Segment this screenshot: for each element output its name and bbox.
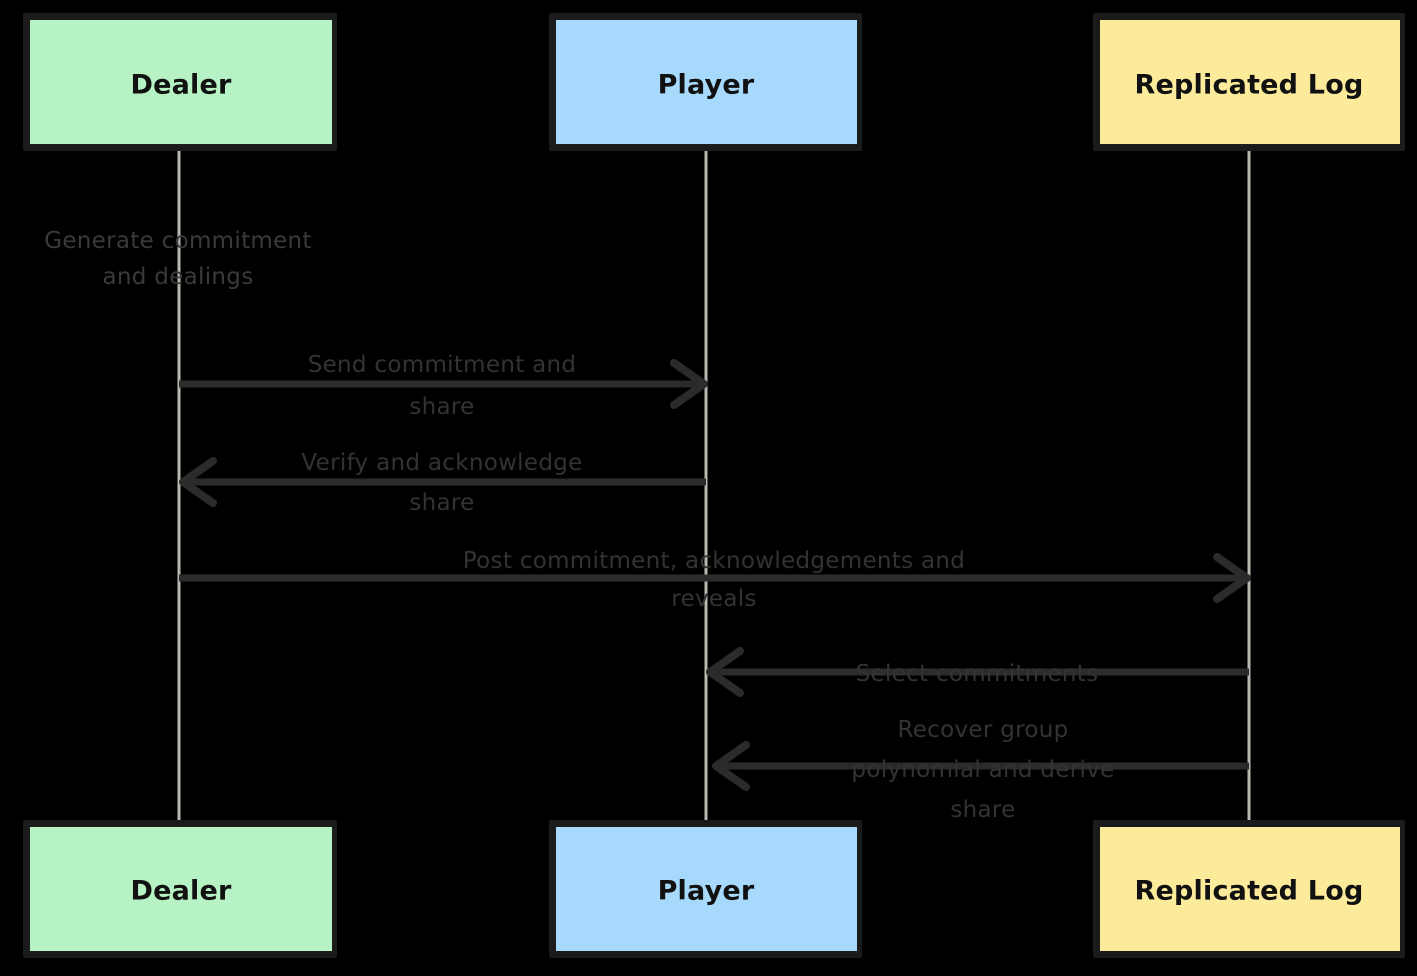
participant-box-bottom-dealer[interactable]: Dealer: [23, 820, 337, 958]
participant-label: Dealer: [130, 876, 232, 907]
participant-box-top-replicated-log[interactable]: Replicated Log: [1093, 13, 1405, 151]
participant-label: Replicated Log: [1135, 70, 1364, 101]
message-label-post-commitment-line-1: Post commitment, acknowledgements and: [463, 548, 965, 574]
participant-label: Dealer: [130, 70, 232, 101]
lifelines-group: [177, 146, 1251, 830]
participant-box-bottom-player[interactable]: Player: [549, 820, 862, 958]
arrowhead-left-icon: [706, 647, 744, 697]
arrowhead-left-icon: [179, 457, 217, 507]
message-label-send-commitment-line-1: Send commitment and: [308, 352, 577, 378]
message-label-verify-acknowledge-line-2: share: [409, 490, 474, 516]
participant-box-bottom-replicated-log[interactable]: Replicated Log: [1093, 820, 1405, 958]
participant-box-top-player[interactable]: Player: [549, 13, 862, 151]
message-post-commitment-acknowledgements-and-reveals[interactable]: [179, 553, 1251, 603]
participant-box-top-dealer[interactable]: Dealer: [23, 13, 337, 151]
box-fill: [1100, 20, 1400, 144]
message-label-select-commitments: Select commitments: [856, 661, 1099, 687]
note-line-2: and dealings: [103, 264, 254, 290]
message-recover-group-polynomial-and-derive-share[interactable]: [712, 741, 1249, 791]
participant-label: Replicated Log: [1135, 876, 1364, 907]
message-label-recover-polynomial-line-1: Recover group: [897, 717, 1068, 743]
message-send-commitment-and-share[interactable]: [179, 359, 708, 409]
arrowhead-left-icon: [712, 741, 750, 791]
box-fill: [556, 827, 857, 951]
messages-group: [179, 359, 1251, 791]
box-fill: [1100, 827, 1400, 951]
message-labels-group: Send commitment and share Verify and ack…: [301, 352, 1114, 823]
message-label-recover-polynomial-line-2: polynomial and derive: [851, 757, 1114, 783]
arrowhead-right-icon: [670, 359, 708, 409]
message-label-send-commitment-line-2: share: [409, 394, 474, 420]
participant-boxes-top: Dealer Player Replicated Log: [23, 13, 1405, 151]
note-line-1: Generate commitment: [44, 228, 312, 254]
message-verify-and-acknowledge-share[interactable]: [179, 457, 706, 507]
participant-label: Player: [658, 70, 755, 101]
box-fill: [30, 20, 332, 144]
message-label-verify-acknowledge-line-1: Verify and acknowledge: [301, 450, 582, 476]
participant-boxes-bottom: Dealer Player Replicated Log: [23, 820, 1405, 958]
participant-label: Player: [658, 876, 755, 907]
arrowhead-right-icon: [1213, 553, 1251, 603]
box-fill: [30, 827, 332, 951]
note-generate-commitment-and-dealings: Generate commitment and dealings: [44, 228, 312, 290]
message-label-post-commitment-line-2: reveals: [671, 586, 756, 612]
message-select-commitments[interactable]: [706, 647, 1249, 697]
message-label-recover-polynomial-line-3: share: [950, 797, 1015, 823]
box-fill: [556, 20, 857, 144]
